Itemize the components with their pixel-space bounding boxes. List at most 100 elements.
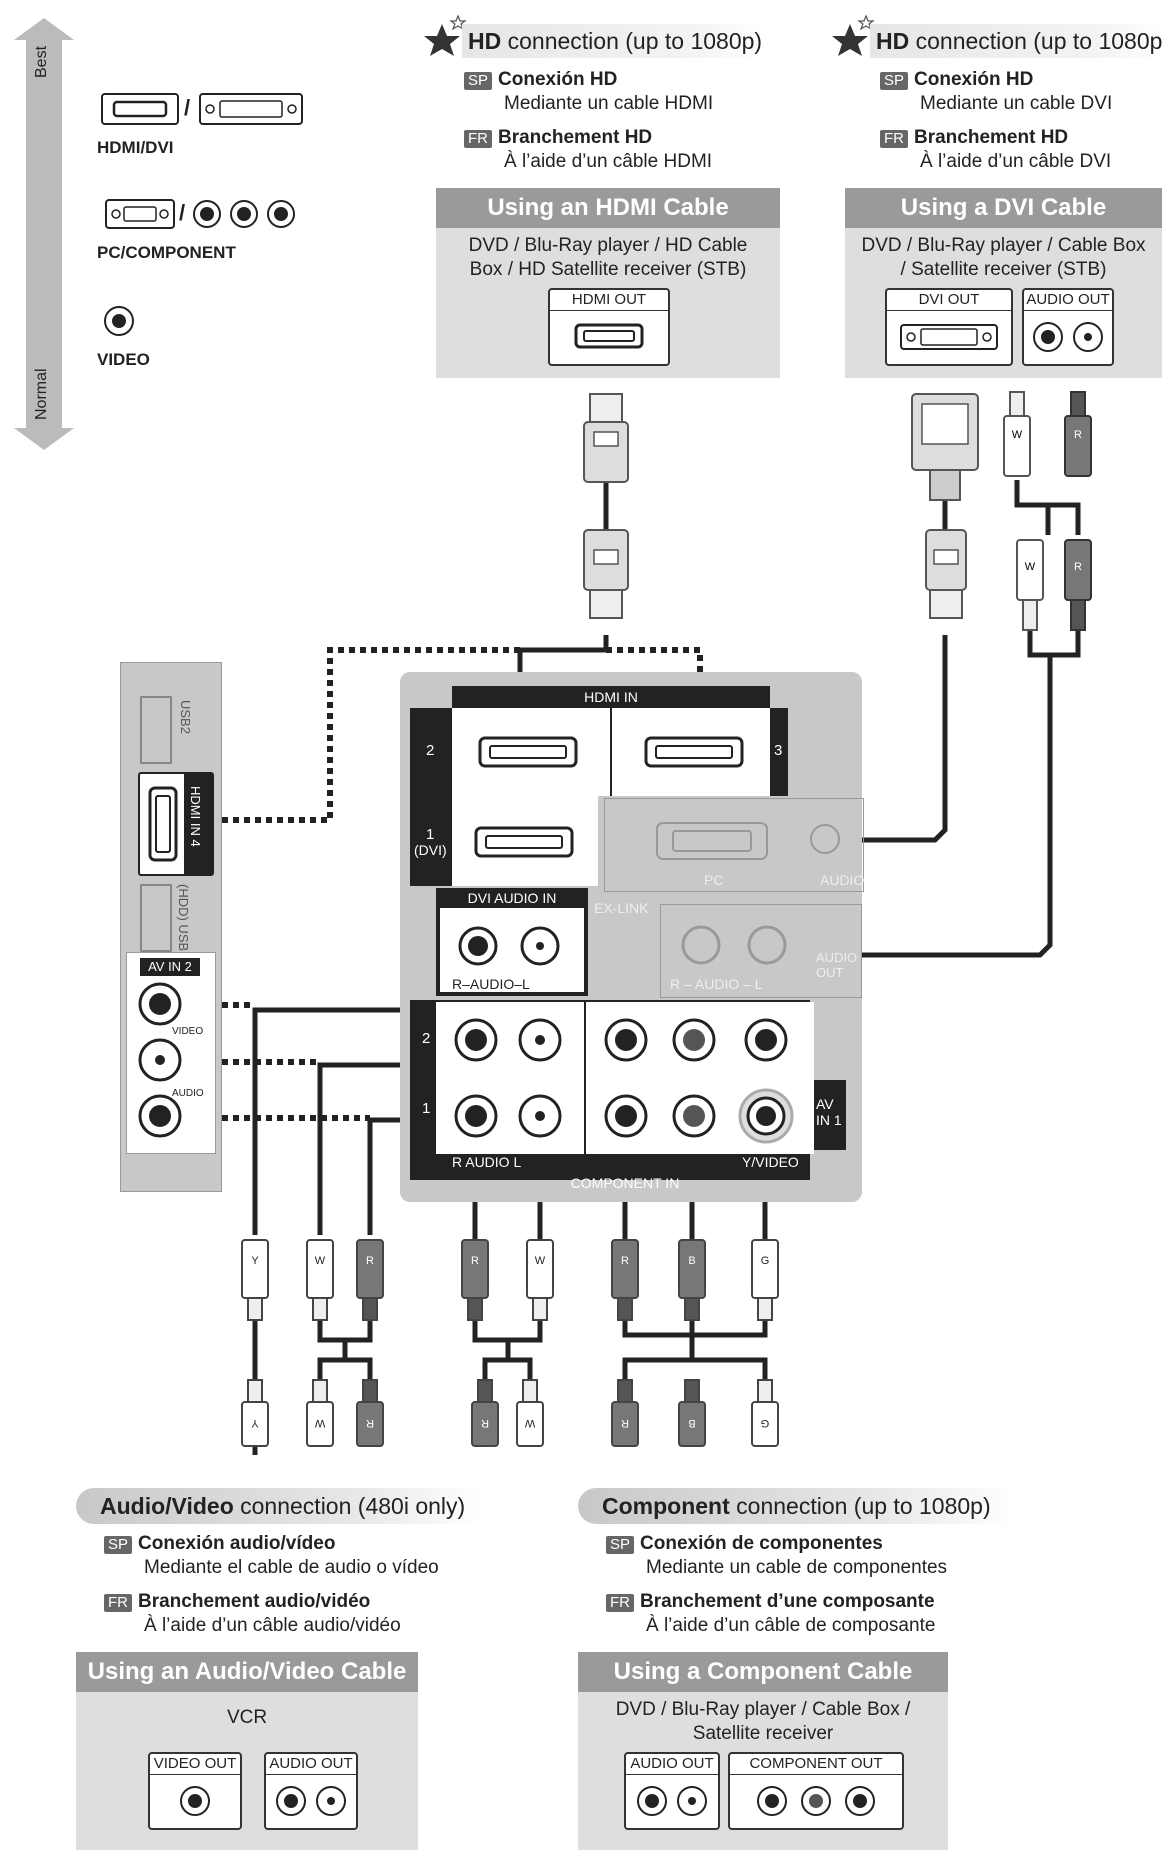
rca-white-plug-2: W (1016, 539, 1044, 631)
av-video-out-port: VIDEO OUT (148, 1752, 242, 1830)
usb2-label: USB2 (178, 700, 193, 734)
component-sp-tag: SP (606, 1536, 635, 1554)
av-sp-sub: Mediante el cable de audio o vídeo (144, 1557, 439, 1578)
dvi-audio-out-label: AUDIO OUT (1024, 290, 1112, 311)
bottom-video-label: Y/VIDEO (742, 1154, 799, 1170)
legend-video-label: VIDEO (97, 350, 150, 369)
pc-label: PC (704, 872, 724, 888)
dvi-audio-in-jacks[interactable] (440, 908, 584, 992)
av-audio-jacks[interactable] (436, 1002, 584, 1154)
hdmi-out-port: HDMI OUT (548, 288, 670, 366)
hdmi-in-4-label: HDMI IN 4 (188, 786, 203, 847)
component-box-desc-2: Satellite receiver (692, 1723, 834, 1744)
scale-best-label: Best (33, 45, 50, 78)
legend-slash-2: / (179, 200, 186, 225)
av-audio-out-label: AUDIO OUT (266, 1754, 356, 1775)
rca-plug-g-upper-7: G (751, 1239, 779, 1321)
rca-plug-r-lower-5: R (611, 1379, 639, 1447)
av-fr-head: Branchement audio/vidéo (138, 1591, 371, 1612)
hdmi-section-title: HD connection (up to 1080p) (468, 28, 762, 55)
audio-out-rl-label: R – AUDIO – L (670, 976, 763, 992)
bottom-audio-label: R AUDIO L (452, 1154, 522, 1170)
rca-plug-y-lower-0: Y (241, 1379, 269, 1447)
plug-letter-w-2: W (1025, 561, 1036, 573)
av-in-2-jacks[interactable] (136, 980, 186, 1140)
rca-plug-w-upper-1: W (306, 1239, 334, 1321)
plug-letter-g-rot: G (761, 1417, 770, 1429)
hdmi-sp-head: Conexión HD (498, 69, 618, 90)
av-fr-sub: À l’aide d’un câble audio/vidéo (144, 1615, 401, 1636)
hdmi-title-bold: HD (468, 28, 502, 54)
av-box-desc: VCR (226, 1707, 268, 1728)
dvi-out-label: DVI OUT (887, 290, 1011, 311)
quality-scale-arrow (14, 18, 74, 450)
plug-letter-r: R (366, 1255, 374, 1267)
hdmi-plug-top (583, 393, 629, 483)
dvi-box-desc-1: DVD / Blu-Ray player / Cable Box (861, 235, 1146, 256)
av-title-bold: Audio/Video (100, 1493, 234, 1519)
plug-letter-w: W (535, 1255, 546, 1267)
top-plugs: W R W R (583, 391, 1092, 631)
hdmi-port-1-label: 1 (426, 826, 435, 843)
av-in-2-label: AV IN 2 (140, 958, 200, 976)
alt-cables (200, 647, 703, 1121)
star-icon (424, 14, 467, 56)
dvi-sp-tag: SP (880, 72, 909, 90)
hdmi-port-2[interactable] (452, 708, 610, 796)
hdmi-title-bar (462, 24, 762, 58)
usb1-label: (HDD) USB1 (176, 884, 191, 959)
av-sp-head: Conexión audio/vídeo (138, 1533, 336, 1554)
rca-plug-b-lower-6: B (678, 1379, 706, 1447)
dvi-title-bold: HD (876, 28, 910, 54)
hdmi-dvi-legend-icon (101, 93, 303, 125)
hdmi-port-1-dvi[interactable] (452, 796, 598, 886)
component-out-port: COMPONENT OUT (728, 1752, 904, 1830)
dvi-title-rest: connection (up to 1080p) (909, 28, 1162, 54)
component-section-title: Component connection (up to 1080p) (578, 1488, 1012, 1524)
hdmi-fr-sub: À l’aide d’un câble HDMI (504, 151, 713, 172)
hdmi-port-3[interactable] (612, 708, 770, 796)
rca-red-plug: R (1064, 391, 1092, 477)
av-box-title: Using an Audio/Video Cable (76, 1652, 418, 1692)
av-sp-tag: SP (104, 1536, 133, 1554)
hdmi-port-icon (574, 323, 644, 349)
usb1-port[interactable] (140, 884, 172, 952)
plug-letter-y-rot: Y (251, 1417, 259, 1429)
legend-pc-component-label: PC/COMPONENT (97, 243, 236, 262)
component-jacks[interactable] (586, 1002, 814, 1154)
rca-plug-w-upper-4: W (526, 1239, 554, 1321)
component-fr-sub: À l’aide d’un câble de composante (646, 1615, 936, 1636)
component-out-label: COMPONENT OUT (730, 1754, 902, 1775)
dvi-section-title: HD connection (up to 1080p) (876, 28, 1162, 55)
hdmi-plug-bottom (583, 529, 629, 619)
dvi-fr-sub: À l’aide d’un câble DVI (920, 151, 1112, 172)
legend-slash: / (184, 95, 191, 120)
component-sp-sub: Mediante un cable de componentes (646, 1557, 948, 1578)
dvi-audio-in-label: DVI AUDIO IN (467, 890, 557, 906)
hdmi-in-4-port[interactable] (138, 772, 214, 876)
rca-plug-g-lower-7: G (751, 1379, 779, 1447)
component-source-box: Using a Component Cable DVD / Blu-Ray pl… (578, 1652, 948, 1850)
dvi-box-desc-2: / Satellite receiver (STB) (900, 259, 1107, 280)
plug-letter-w: W (1012, 429, 1023, 441)
rca-red-plug-2: R (1064, 539, 1092, 631)
usb2-port[interactable] (140, 696, 172, 764)
video-legend-icon (104, 306, 134, 336)
audio-out-area (660, 904, 862, 998)
hdmi-fr-head: Branchement HD (498, 127, 653, 148)
row-1-label: 1 (422, 1100, 431, 1117)
plug-letter-y: Y (251, 1255, 259, 1267)
audio-out-label: AUDIO OUT (816, 950, 858, 980)
plug-letter-g: G (761, 1255, 770, 1267)
component-sp-head: Conexión de componentes (640, 1533, 883, 1554)
hdmi-box-desc-1: DVD / Blu-Ray player / HD Cable (468, 235, 748, 256)
rca-plug-r-upper-5: R (611, 1239, 639, 1321)
plug-letter-r: R (471, 1255, 479, 1267)
component-title-rest: connection (up to 1080p) (729, 1493, 991, 1519)
av-section-title: Audio/Video connection (480i only) (76, 1488, 480, 1524)
